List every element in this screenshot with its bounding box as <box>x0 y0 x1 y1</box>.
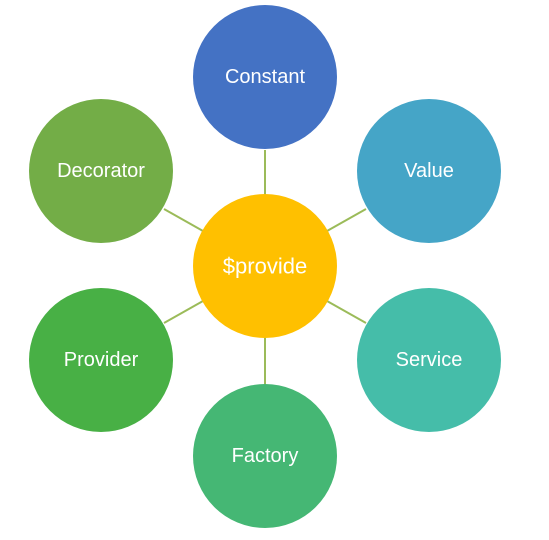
connector-provider <box>163 300 204 324</box>
node-factory: Factory <box>193 384 337 528</box>
center-circle <box>193 194 337 338</box>
center-label: $provide <box>223 254 307 279</box>
connectors <box>163 150 367 385</box>
connector-value <box>326 208 367 232</box>
constant-circle <box>193 5 337 149</box>
node-constant: Constant <box>193 5 337 149</box>
node-decorator: Decorator <box>29 99 173 243</box>
center-node: $provide <box>193 194 337 338</box>
decorator-circle <box>29 99 173 243</box>
service-label: Service <box>396 349 463 371</box>
value-label: Value <box>404 160 454 182</box>
decorator-label: Decorator <box>57 160 145 182</box>
node-provider: Provider <box>29 288 173 432</box>
service-circle <box>357 288 501 432</box>
constant-label: Constant <box>225 66 305 88</box>
factory-label: Factory <box>232 445 299 467</box>
value-circle <box>357 99 501 243</box>
node-value: Value <box>357 99 501 243</box>
provider-label: Provider <box>64 349 139 371</box>
node-service: Service <box>357 288 501 432</box>
factory-circle <box>193 384 337 528</box>
connector-service <box>326 300 367 324</box>
connector-decorator <box>163 208 204 232</box>
provider-circle <box>29 288 173 432</box>
